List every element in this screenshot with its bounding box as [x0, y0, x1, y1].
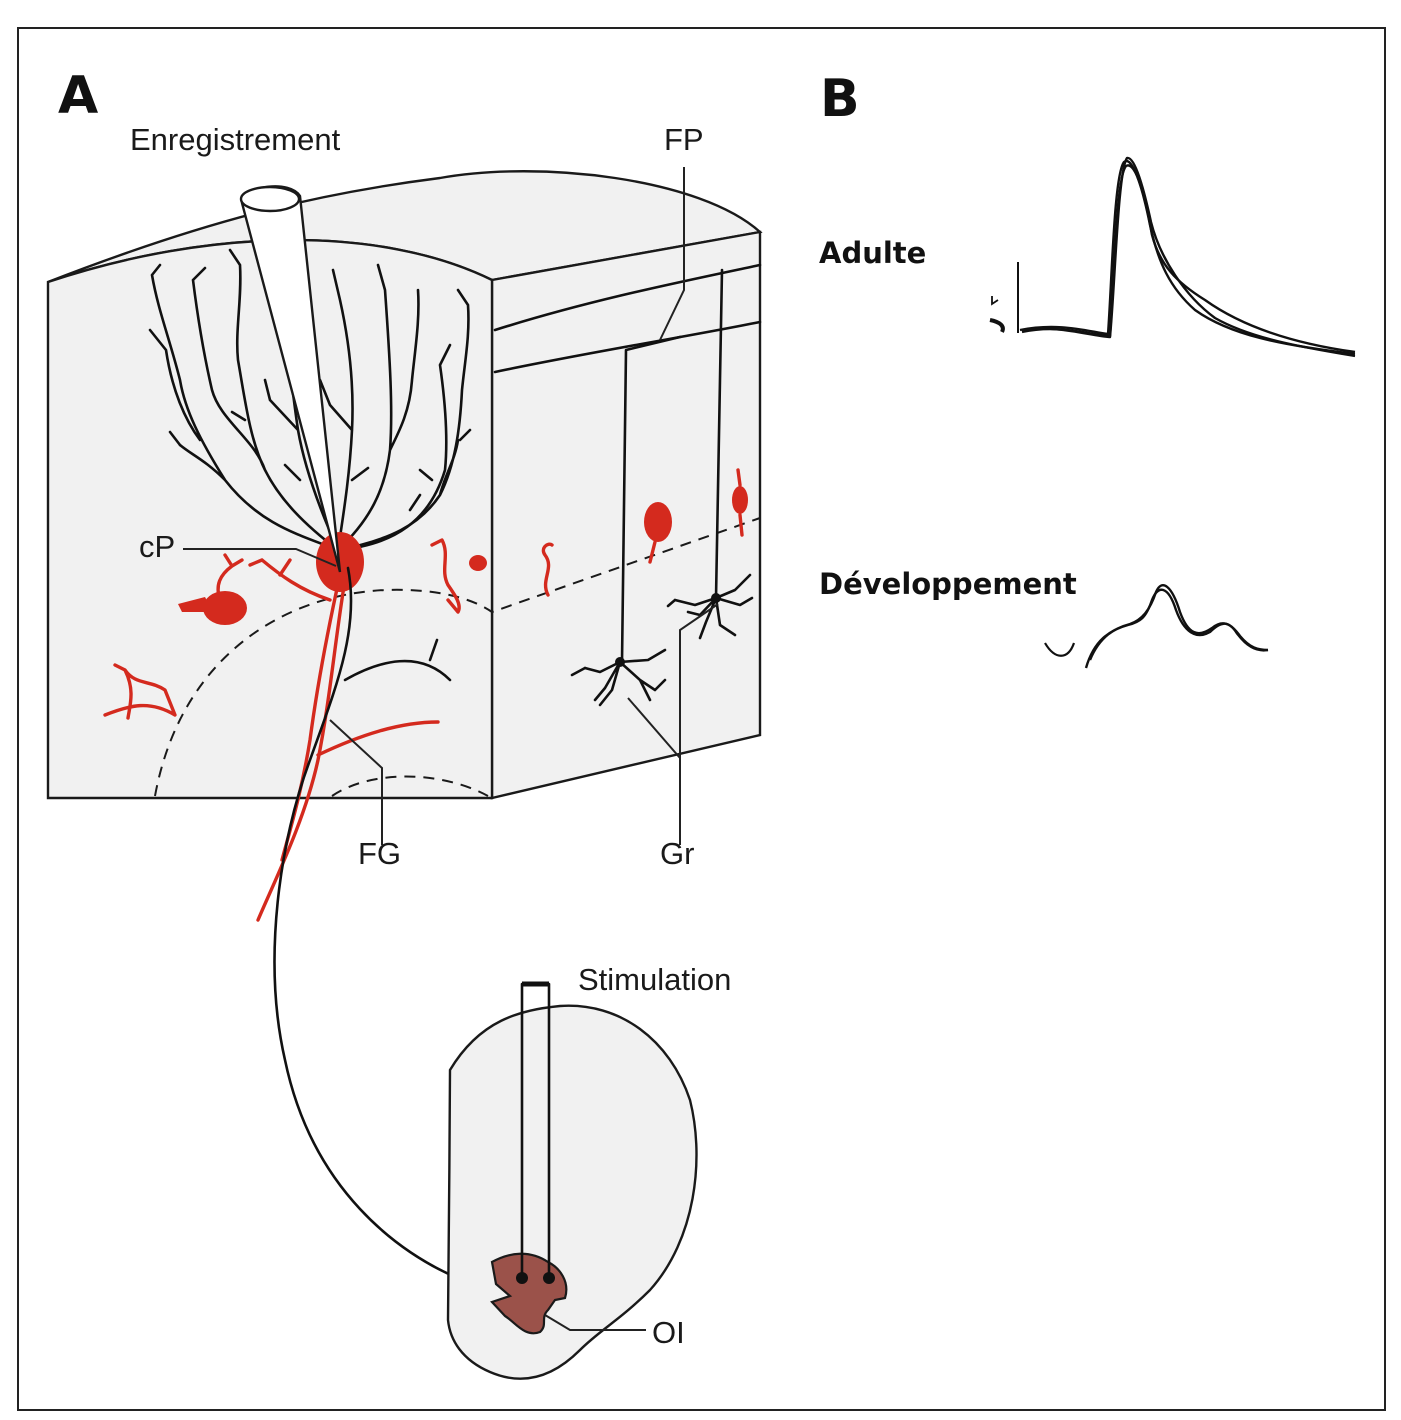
brainstem-section	[446, 981, 698, 1380]
label-climbing-fiber: FG	[358, 836, 401, 871]
label-parallel-fiber: FP	[664, 122, 704, 157]
leader-gr	[627, 603, 719, 845]
parallel-fiber-lower	[493, 320, 762, 374]
panel-b-label: B	[820, 69, 860, 129]
label-purkinje-cell: cP	[139, 529, 175, 564]
granule-cell-1	[570, 648, 667, 707]
adult-trace	[989, 156, 1356, 358]
leader-cp	[183, 548, 337, 567]
panel-a-label: A	[58, 66, 98, 126]
leader-fp	[659, 167, 685, 341]
recording-electrode	[239, 185, 342, 573]
block-side-face	[490, 230, 762, 800]
purkinje-axon-collateral	[343, 638, 452, 682]
golgi-soma-1	[644, 502, 672, 542]
granule-axon-2	[714, 268, 724, 600]
leader-fg	[329, 719, 383, 845]
climbing-fiber	[273, 566, 497, 1294]
label-recording: Enregistrement	[130, 122, 341, 157]
label-adult: Adulte	[819, 236, 926, 270]
interneuron-soma-1	[203, 591, 247, 625]
leader-oi	[544, 1314, 646, 1331]
parallel-fiber-upper	[493, 263, 762, 332]
purkinje-dendrites	[148, 248, 472, 552]
granule-axon-1	[620, 335, 682, 664]
interneuron-soma-2	[469, 555, 487, 571]
label-stimulation: Stimulation	[578, 962, 731, 997]
label-granule-cells: Gr	[660, 836, 694, 871]
white-matter-boundary	[331, 775, 489, 797]
granule-cell-2	[666, 573, 754, 640]
golgi-soma-2	[732, 486, 748, 514]
label-inferior-olive: OI	[652, 1315, 685, 1350]
development-trace	[1044, 584, 1269, 669]
granular-layer-boundary	[154, 517, 761, 797]
cerebellar-block	[46, 170, 763, 922]
label-development: Développement	[819, 567, 1077, 601]
